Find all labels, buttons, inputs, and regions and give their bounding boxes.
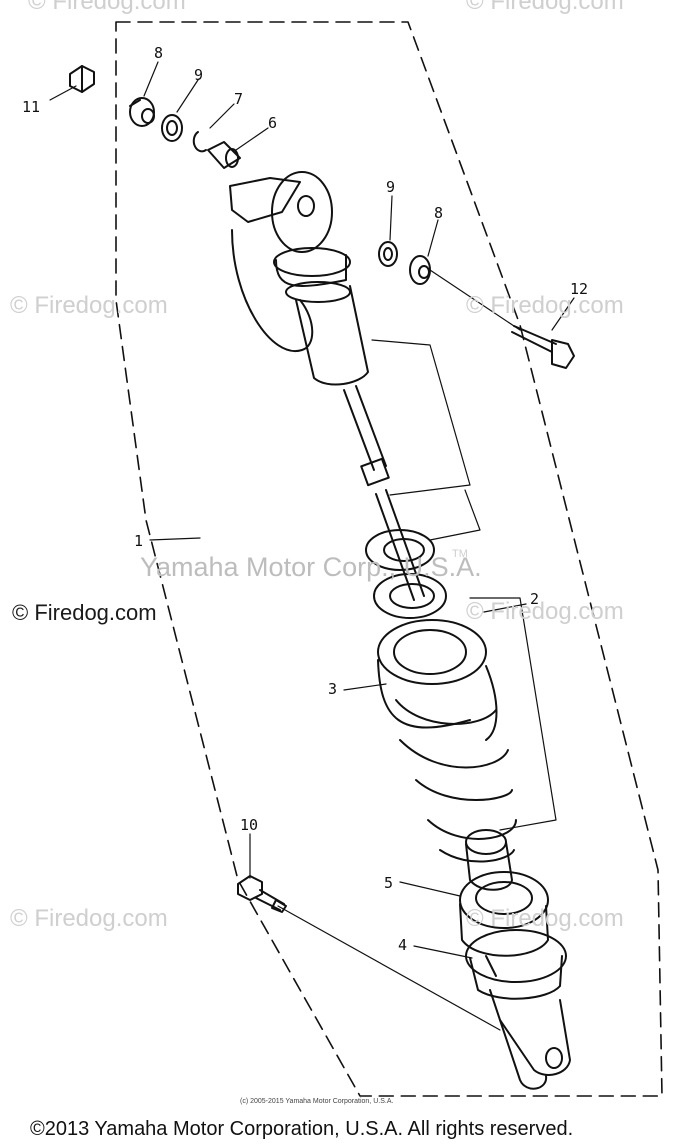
firedog-watermark-dark: © Firedog.com bbox=[12, 600, 157, 625]
lower-clevis bbox=[489, 989, 571, 1090]
collar-8-mid bbox=[409, 255, 431, 285]
firedog-watermark-bottom-right: © Firedog.com bbox=[466, 905, 624, 932]
spring-3 bbox=[377, 619, 517, 863]
yamaha-watermark: Yamaha Motor Corp., U.S.A. bbox=[140, 552, 482, 582]
circlip-7 bbox=[192, 131, 207, 153]
callout-12: 12 bbox=[570, 280, 589, 298]
copyright-footer: ©2013 Yamaha Motor Corporation, U.S.A. A… bbox=[30, 1118, 574, 1140]
assembly-boundary bbox=[115, 21, 663, 1097]
callout-2: 2 bbox=[530, 590, 540, 608]
callout-6: 6 bbox=[268, 114, 278, 132]
callout-7: 7 bbox=[234, 90, 244, 108]
leader-lines bbox=[49, 61, 575, 1031]
bolt-10 bbox=[237, 875, 287, 913]
firedog-watermark-center-right: © Firedog.com bbox=[466, 598, 624, 625]
bolt-11 bbox=[69, 65, 95, 93]
spring-seat-4 bbox=[465, 929, 567, 1000]
bolt-12 bbox=[511, 325, 575, 369]
collar-8-top bbox=[129, 97, 155, 127]
shock-upper-body bbox=[229, 171, 369, 386]
callout-9-top: 9 bbox=[194, 66, 204, 84]
trademark-mark: TM bbox=[452, 548, 468, 560]
adjuster-nut-2 bbox=[365, 529, 447, 619]
callout-8-top: 8 bbox=[154, 44, 164, 62]
firedog-watermark-top-left: © Firedog.com bbox=[28, 0, 186, 15]
callout-9-mid: 9 bbox=[386, 178, 396, 196]
bushing-6 bbox=[207, 141, 241, 169]
callout-11: 11 bbox=[22, 98, 41, 116]
shock-lower-body-5 bbox=[459, 829, 549, 957]
firedog-watermark-top-right: © Firedog.com bbox=[466, 0, 624, 15]
firedog-watermark-mid-right: © Firedog.com bbox=[466, 292, 624, 319]
callout-10: 10 bbox=[240, 816, 259, 834]
callout-8-mid: 8 bbox=[434, 204, 444, 222]
oil-seal-9-top bbox=[161, 114, 183, 142]
copyright-small: (c) 2005-2015 Yamaha Motor Corporation, … bbox=[240, 1098, 394, 1105]
callout-5: 5 bbox=[384, 874, 394, 892]
callout-3: 3 bbox=[328, 680, 338, 698]
firedog-watermark-bottom-left: © Firedog.com bbox=[10, 905, 168, 932]
oil-seal-9-mid bbox=[378, 241, 398, 267]
firedog-watermark-mid-left: © Firedog.com bbox=[10, 292, 168, 319]
callout-1: 1 bbox=[134, 532, 144, 550]
callout-4: 4 bbox=[398, 936, 408, 954]
piston-rod bbox=[343, 385, 425, 601]
